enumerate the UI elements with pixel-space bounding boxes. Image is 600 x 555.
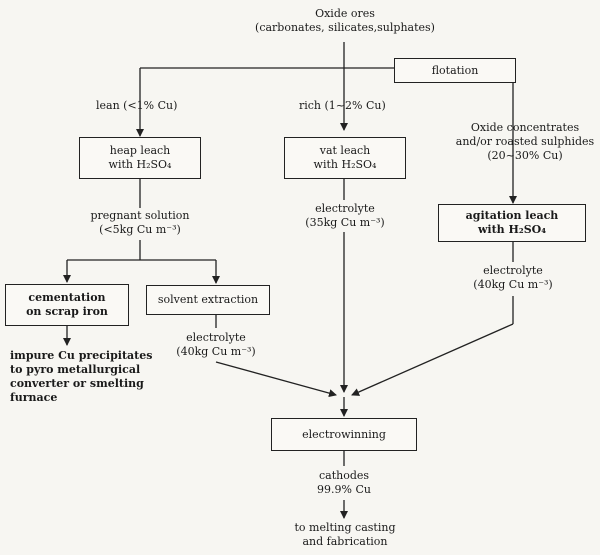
flotation-label: flotation xyxy=(431,63,479,77)
source-line1: Oxide ores xyxy=(315,7,375,20)
arrow-agitation-to-merge xyxy=(351,323,514,396)
agitation-leach-line1: agitation leach xyxy=(465,209,559,222)
concentrates-line2: and/or roasted sulphides xyxy=(455,135,595,148)
cathodes-line1: cathodes xyxy=(318,469,370,482)
impure-line4: furnace xyxy=(10,391,58,404)
electrowinning-label: electrowinning xyxy=(302,427,386,441)
solvent-extraction-label: solvent extraction xyxy=(157,293,259,306)
impure-line1: impure Cu precipitates xyxy=(10,349,153,362)
flotation-box: flotation xyxy=(394,58,516,83)
impure-line3: converter or smelting xyxy=(10,377,144,390)
vat-leach-line1: vat leach xyxy=(319,144,371,157)
cementation-line1: cementation xyxy=(28,291,106,304)
final-line2: and fabrication xyxy=(302,535,388,548)
vat-leach-line2: with H₂SO₄ xyxy=(313,158,377,171)
electrolyte-agit-line2: (40kg Cu m⁻³) xyxy=(473,278,553,291)
final-line1: to melting casting xyxy=(294,521,396,534)
pregnant-line1: pregnant solution xyxy=(90,209,190,222)
cathodes-label: cathodes 99.9% Cu xyxy=(284,469,404,497)
solvent-extraction-box: solvent extraction xyxy=(146,285,270,315)
impure-line2: to pyro metallurgical xyxy=(10,363,141,376)
vat-leach-box: vat leach with H₂SO₄ xyxy=(284,137,406,179)
impure-precipitates-label: impure Cu precipitates to pyro metallurg… xyxy=(10,349,152,405)
concentrates-line3: (20~30% Cu) xyxy=(487,149,563,162)
lean-label: lean (<1% Cu) xyxy=(96,99,178,112)
cementation-line2: on scrap iron xyxy=(26,305,108,318)
cathodes-line2: 99.9% Cu xyxy=(317,483,371,496)
heap-leach-line1: heap leach xyxy=(109,144,171,157)
agitation-leach-line2: with H₂SO₄ xyxy=(477,223,547,236)
heap-leach-line2: with H₂SO₄ xyxy=(108,158,172,171)
electrolyte-vat-label: electrolyte (35kg Cu m⁻³) xyxy=(284,202,406,230)
concentrates-line1: Oxide concentrates xyxy=(470,121,580,134)
electrolyte-agitation-label: electrolyte (40kg Cu m⁻³) xyxy=(453,264,573,292)
arrow-sx-to-merge xyxy=(215,361,337,398)
final-destination-label: to melting casting and fabrication xyxy=(270,521,420,549)
source-line2: (carbonates, silicates,sulphates) xyxy=(255,21,435,34)
electrolyte-sx-label: electrolyte (40kg Cu m⁻³) xyxy=(156,331,276,359)
cementation-box: cementation on scrap iron xyxy=(5,284,129,326)
electrolyte-sx-line1: electrolyte xyxy=(186,331,246,344)
source-label: Oxide ores (carbonates, silicates,sulpha… xyxy=(245,7,445,35)
electrolyte-vat-line2: (35kg Cu m⁻³) xyxy=(305,216,385,229)
electrowinning-box: electrowinning xyxy=(271,418,417,451)
concentrates-label: Oxide concentrates and/or roasted sulphi… xyxy=(455,121,595,163)
rich-label: rich (1~2% Cu) xyxy=(299,99,386,112)
pregnant-line2: (<5kg Cu m⁻³) xyxy=(99,223,181,236)
pregnant-solution-label: pregnant solution (<5kg Cu m⁻³) xyxy=(70,209,210,237)
electrolyte-vat-line1: electrolyte xyxy=(315,202,375,215)
electrolyte-sx-line2: (40kg Cu m⁻³) xyxy=(176,345,256,358)
electrolyte-agit-line1: electrolyte xyxy=(483,264,543,277)
heap-leach-box: heap leach with H₂SO₄ xyxy=(79,137,201,179)
agitation-leach-box: agitation leach with H₂SO₄ xyxy=(438,204,586,242)
